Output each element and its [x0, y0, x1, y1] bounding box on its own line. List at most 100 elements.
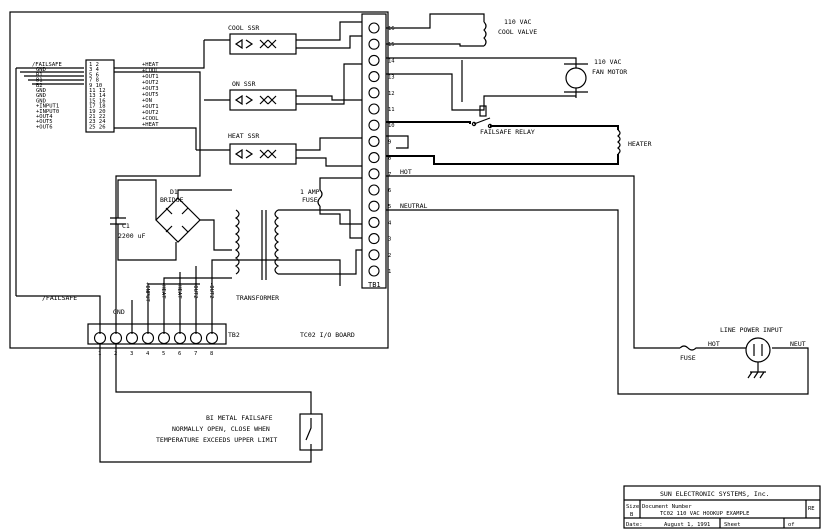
tb2-label: TB2	[228, 331, 240, 339]
tb2-signal-label: +OUT2	[192, 282, 198, 299]
connector-left-label: +INPUT0	[36, 109, 59, 115]
tb2-terminal-number: 4	[146, 351, 150, 357]
connector-pin-numbers: 7 8	[89, 78, 99, 84]
tb2-signal-label: +HEAT	[176, 282, 182, 299]
one-amp-fuse: 1 AMP FUSE	[300, 188, 323, 207]
tb1-terminal-number: 11	[388, 107, 395, 113]
connector-right-label: +COOL	[142, 116, 159, 122]
heat-ssr: HEAT SSR	[228, 132, 297, 165]
rev-label: RE	[808, 506, 815, 512]
connector-pin-numbers: 1 2	[89, 62, 99, 68]
title-block: SUN ELECTRONIC SYSTEMS, Inc. Size B Docu…	[623, 485, 821, 529]
cool-vac-label: 110 VAC	[504, 18, 531, 26]
tb2-terminal-number: 5	[162, 351, 165, 357]
on-ssr-label: ON SSR	[232, 80, 256, 88]
tb1-terminal-number: 5	[388, 204, 391, 210]
cap-value: 2200 uF	[118, 232, 145, 240]
tb2-terminal	[173, 331, 187, 345]
tb2-terminal-number: 8	[210, 351, 213, 357]
board-outline	[9, 11, 389, 349]
d1-label: D1	[170, 188, 178, 196]
connector-pin-numbers: 9 10	[89, 83, 102, 89]
connector-left-label: +OUT6	[36, 124, 53, 130]
connector-left-label: +INPUT1	[36, 104, 59, 110]
connector-left-label: GND	[36, 98, 46, 104]
connector-right-label: +OUT2	[142, 80, 159, 86]
connector-left-label: /FAILSAFE	[32, 62, 62, 68]
connector-pin-numbers: 25 26	[89, 124, 106, 130]
tb1-terminal	[368, 168, 380, 180]
tb2-terminal	[93, 331, 107, 345]
tb2-terminal-number: 3	[130, 351, 133, 357]
tb2-terminal	[125, 331, 139, 345]
sheet-label: Sheet	[724, 522, 741, 528]
doc-title: TC02 110 VAC HOOKUP EXAMPLE	[660, 511, 749, 517]
bimetal-line3: TEMPERATURE EXCEEDS UPPER LIMIT	[156, 436, 277, 444]
tb1-terminal	[368, 119, 380, 131]
connector-pin-numbers: 19 20	[89, 109, 106, 115]
tb1-terminal	[368, 71, 380, 83]
tb2-signal-label: -HEAT	[160, 282, 166, 299]
tb1-terminal-number: 10	[388, 123, 395, 129]
connector-left-label: B2	[36, 83, 43, 89]
tb1-terminal	[368, 87, 380, 99]
tb2-terminal-number: 6	[178, 351, 181, 357]
tb2-terminal	[141, 331, 155, 345]
tb1-terminal-number: 12	[388, 91, 395, 97]
tb1-terminal-number: 3	[388, 237, 391, 243]
tb2-terminal	[205, 331, 219, 345]
connector-right-label: +HEAT	[142, 122, 159, 128]
tb1-terminal-number: 2	[388, 253, 391, 259]
tb1-terminal-number: 14	[388, 58, 395, 64]
tb1-terminal	[368, 216, 380, 228]
tb1-terminal	[368, 233, 380, 245]
connector-pin-numbers: 5 6	[89, 72, 99, 78]
connector-pin-numbers: 13 14	[89, 93, 106, 99]
transformer: TRANSFORMER	[234, 209, 279, 302]
date-label: Date:	[626, 522, 643, 528]
fuse-label-tb: FUSE	[302, 196, 318, 204]
tb1-terminal-number: 7	[388, 172, 391, 178]
fan-vac-label: 110 VAC	[594, 58, 621, 66]
tb1-terminal	[368, 38, 380, 50]
bimetal-switch: BI METAL FAILSAFE NORMALLY OPEN, CLOSE W…	[156, 413, 323, 451]
tb1-terminal	[368, 22, 380, 34]
line-hot-label: HOT	[708, 340, 720, 348]
connector-left-label: +OUT4	[36, 114, 53, 120]
connector-pin-numbers: 15 16	[89, 98, 106, 104]
ribbon-connector: /FAILSAFEGNDB1B1B2GNDGNDGND+INPUT1+INPUT…	[15, 40, 205, 296]
connector-right-label: +HEAT	[142, 62, 159, 68]
tb2-terminal	[189, 331, 203, 345]
on-ssr: ON SSR	[229, 80, 297, 111]
connector-left-label: GND	[36, 93, 46, 99]
line-power-label: LINE POWER INPUT	[720, 326, 783, 334]
size-label: Size	[626, 504, 639, 510]
connector-left-label: +OUT5	[36, 119, 53, 125]
hot-label: HOT	[400, 168, 412, 176]
tb1-terminal	[368, 184, 380, 196]
neutral-label: NEUTRAL	[400, 202, 427, 210]
tb1-terminal-number: 6	[388, 188, 391, 194]
one-amp-label: 1 AMP	[300, 188, 320, 196]
tb1-terminal-number: 1	[388, 269, 391, 275]
line-power-input: LINE POWER INPUT	[720, 326, 783, 379]
tb1-terminal-number: 16	[388, 26, 395, 32]
bridge-label: BRIDGE	[160, 196, 184, 204]
connector-right-label: +OUT5	[142, 92, 159, 98]
line-neut-label: NEUT	[790, 340, 806, 348]
connector-pin-numbers: 21 22	[89, 114, 106, 120]
connector-right-label: +ON	[142, 98, 152, 104]
tb2-signal-label: -OUT2	[208, 282, 214, 299]
fan-motor: 110 VAC FAN MOTOR	[564, 58, 627, 98]
heater-label: HEATER	[628, 140, 652, 148]
heater-element: HEATER	[617, 129, 652, 155]
connector-right-label: +OUT2	[142, 110, 159, 116]
date-value: August 1, 1991	[664, 522, 710, 528]
tb1-terminal	[368, 54, 380, 66]
cool-ssr: COOL SSR	[228, 24, 297, 55]
tb1-terminal	[368, 135, 380, 147]
tb1-terminal	[368, 265, 380, 277]
